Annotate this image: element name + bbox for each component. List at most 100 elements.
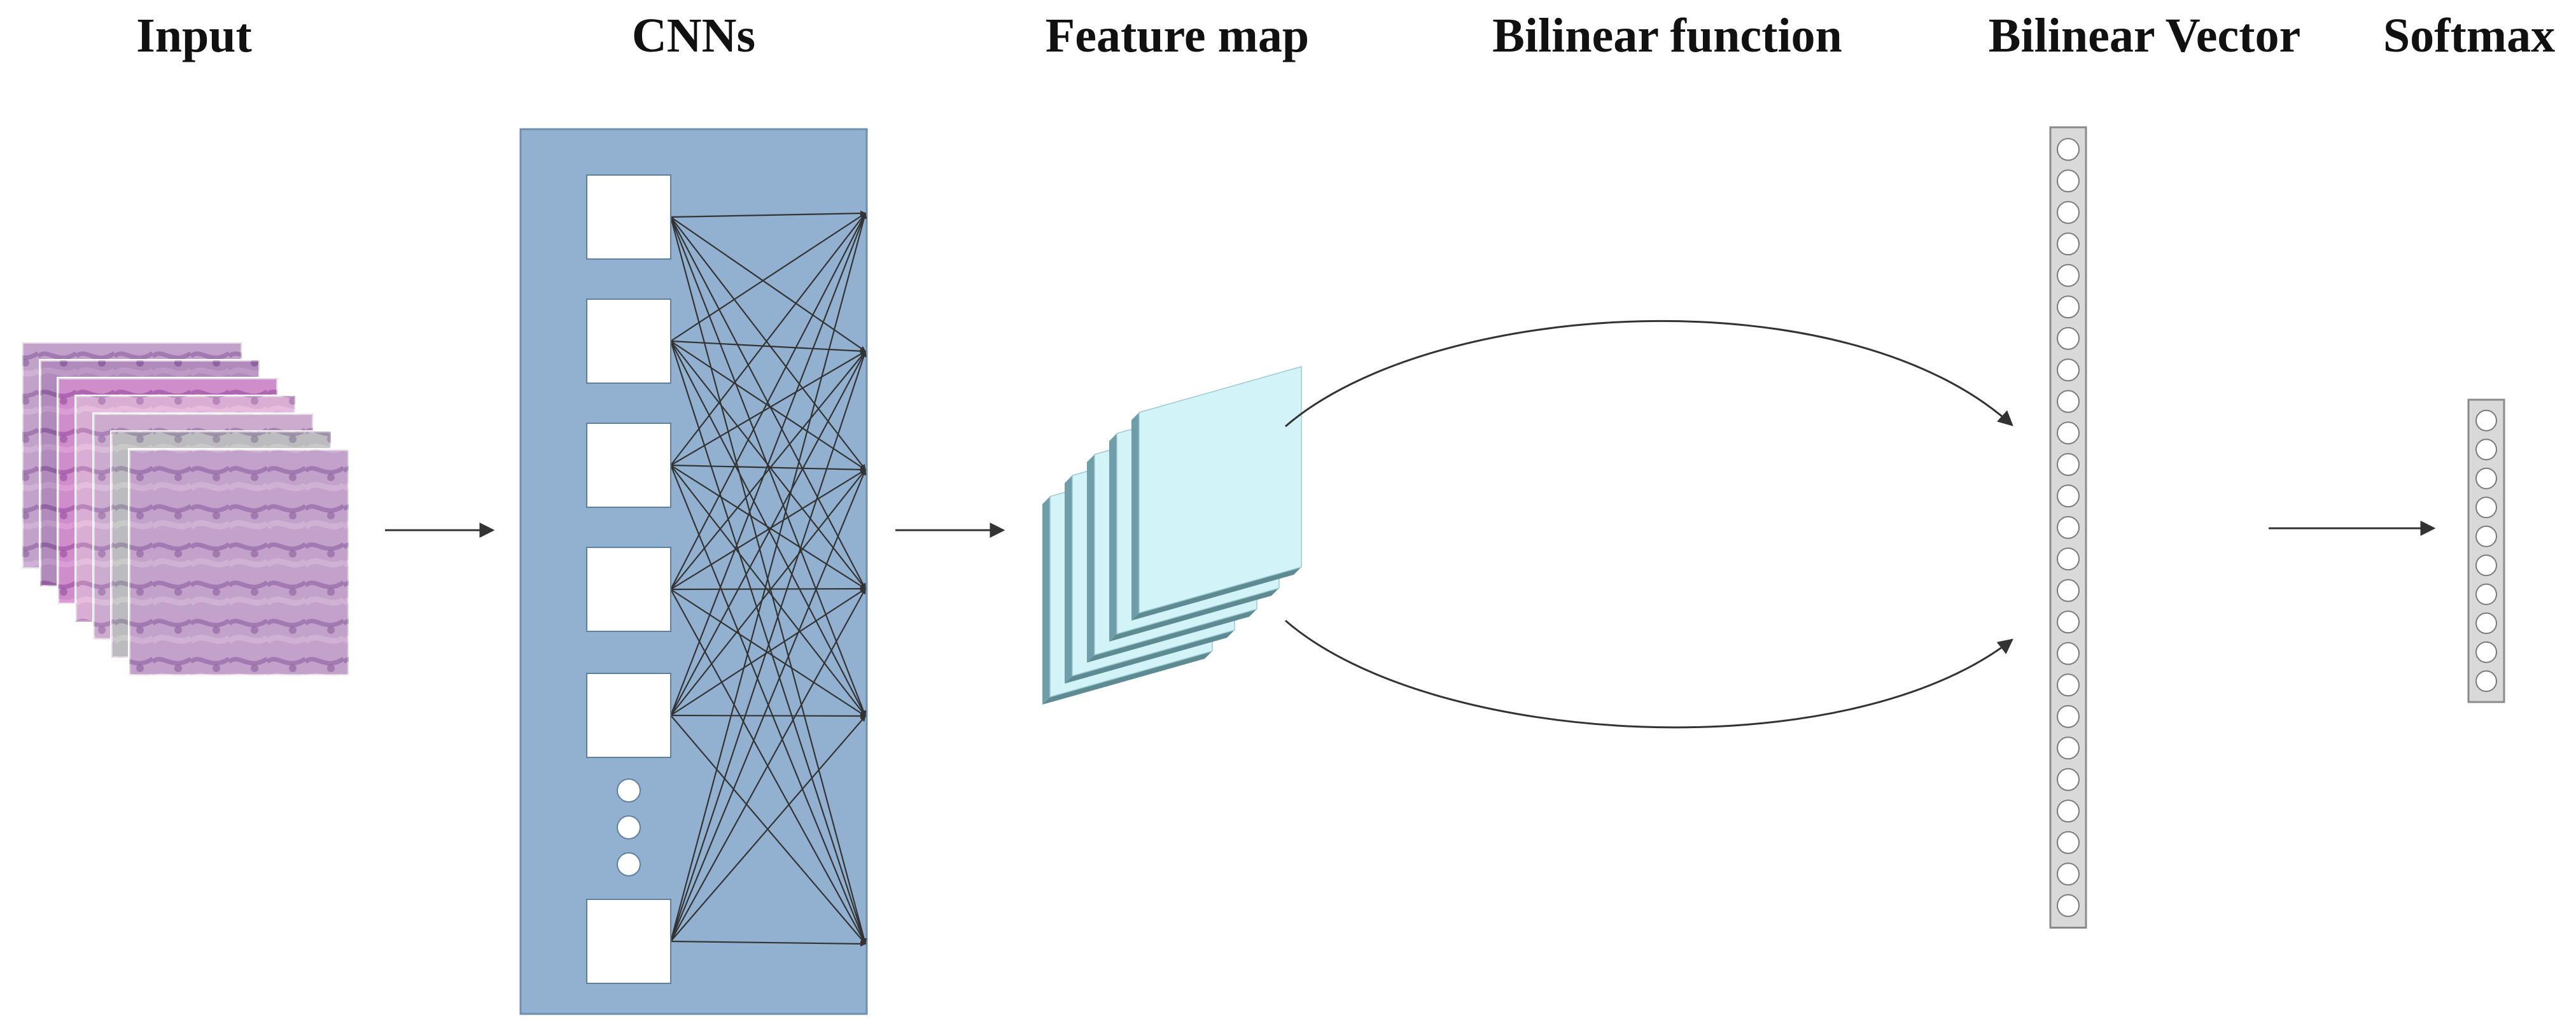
bilinear-vector-node	[2057, 547, 2080, 571]
bilinear-vector-node	[2057, 894, 2080, 917]
cnn-block	[586, 299, 671, 384]
bilinear-curve-bottom	[1285, 619, 2013, 729]
stage-title-softmax: Softmax	[2383, 9, 2556, 62]
softmax-vector-node	[2475, 670, 2497, 692]
cnn-connection	[670, 589, 866, 945]
cnn-connection	[669, 351, 867, 942]
cnn-connection	[670, 341, 866, 717]
feature-map-layer-edge	[1131, 567, 1301, 621]
bilinear-vector-node	[2057, 484, 2080, 508]
bilinear-vector-node	[2057, 579, 2080, 602]
feature-map-layer-edge	[1109, 433, 1117, 642]
bilinear-vector-node	[2057, 768, 2080, 791]
softmax-vector-node	[2475, 439, 2497, 461]
cnn-connection	[670, 210, 866, 218]
feature-map-layer-edge	[1042, 496, 1050, 705]
softmax-vector-node	[2475, 583, 2497, 605]
bilinear-vector-node	[2057, 831, 2080, 854]
feature-map-stack	[1042, 366, 1302, 705]
cnn-connection	[670, 588, 866, 716]
cnn-connection	[670, 469, 866, 590]
cnn-connection	[670, 340, 866, 355]
cnn-connection	[670, 216, 866, 352]
feature-map-layer-edge	[1131, 412, 1139, 621]
bilinear-curve-top	[1285, 320, 2013, 428]
bilinear-vector-node	[2057, 295, 2080, 319]
cnn-connection	[670, 713, 866, 719]
cnn-connection	[670, 213, 866, 590]
bilinear-vector-node	[2057, 705, 2080, 728]
bilinear-vector-node	[2057, 862, 2080, 886]
cnn-connection	[669, 341, 867, 945]
feature-map-layer-edge	[1087, 609, 1257, 663]
bilinear-vector-node	[2057, 358, 2080, 382]
cnn-connection	[669, 216, 867, 945]
softmax-vector-node	[2475, 525, 2497, 547]
cnn-connection	[670, 940, 866, 947]
stage-title-bilinear-vector: Bilinear Vector	[1988, 9, 2301, 62]
softmax-vector-node	[2475, 409, 2497, 432]
bilinear-vector	[2049, 126, 2087, 929]
cnn-block	[586, 423, 671, 508]
bilinear-vector-node	[2057, 137, 2080, 161]
cnn-connection	[670, 469, 866, 716]
bilinear-vector-node	[2057, 673, 2080, 697]
cnn-block	[586, 174, 671, 260]
cnn-connection	[670, 465, 866, 717]
cnn-connection	[669, 469, 867, 942]
cnn-panel	[519, 128, 868, 1015]
stage-title-feature-map: Feature map	[1045, 9, 1310, 62]
cnn-connection	[670, 464, 866, 473]
stage-title-bilinear-function: Bilinear function	[1492, 9, 1842, 62]
cnn-blocks	[586, 174, 671, 984]
cnn-connection	[670, 351, 866, 466]
cnn-connection	[669, 213, 867, 716]
feature-map-layer-edge	[1109, 588, 1279, 642]
cnn-connection	[669, 216, 867, 717]
stage-title-cnns: CNNs	[631, 9, 756, 62]
softmax-vector-node	[2475, 641, 2497, 663]
cnn-connection	[670, 351, 866, 716]
bilinear-vector-node	[2057, 736, 2080, 760]
cnn-connection	[670, 715, 866, 942]
bilinear-vector-node	[2057, 390, 2080, 413]
stage-title-input: Input	[136, 9, 252, 62]
softmax-vector-node	[2475, 612, 2497, 635]
cnn-connection	[670, 588, 866, 942]
cnn-ellipsis-dot	[617, 852, 641, 876]
cnn-block	[586, 673, 671, 758]
cnn-connection	[670, 465, 866, 589]
feature-map-layer-edge	[1065, 630, 1235, 684]
softmax-vector-node	[2475, 554, 2497, 577]
input-image-texture	[129, 449, 349, 675]
softmax-vector-node	[2475, 496, 2497, 519]
cnn-connection	[669, 213, 867, 942]
input-image-stack	[21, 341, 350, 677]
cnn-connection	[670, 216, 866, 589]
bilinear-vector-node	[2057, 264, 2080, 287]
cnn-connection	[670, 351, 866, 590]
cnn-ellipsis-dot	[617, 815, 641, 840]
bilinear-vector-node	[2057, 453, 2080, 476]
cnn-block	[586, 899, 671, 984]
cnn-connection	[670, 216, 866, 470]
bilinear-vector-node	[2057, 799, 2080, 823]
bilinear-vector-node	[2057, 610, 2080, 634]
feature-map-layer-edge	[1065, 475, 1072, 684]
softmax-vector	[2467, 398, 2505, 703]
cnn-connections	[669, 210, 867, 947]
bilinear-vector-node	[2057, 169, 2080, 193]
bilinear-vector-node	[2057, 200, 2080, 224]
cnn-block	[586, 547, 671, 632]
bilinear-vector-node	[2057, 232, 2080, 256]
feature-map-layer	[1138, 366, 1302, 614]
cnn-connection	[670, 213, 866, 466]
bilinear-vector-node	[2057, 327, 2080, 350]
cnn-ellipsis-dot	[617, 778, 641, 803]
feature-map-layer-edge	[1087, 454, 1095, 663]
bilinear-vector-node	[2057, 642, 2080, 665]
cnn-connection	[670, 213, 866, 342]
feature-map-layer-edge	[1042, 651, 1212, 705]
softmax-vector-node	[2475, 467, 2497, 489]
